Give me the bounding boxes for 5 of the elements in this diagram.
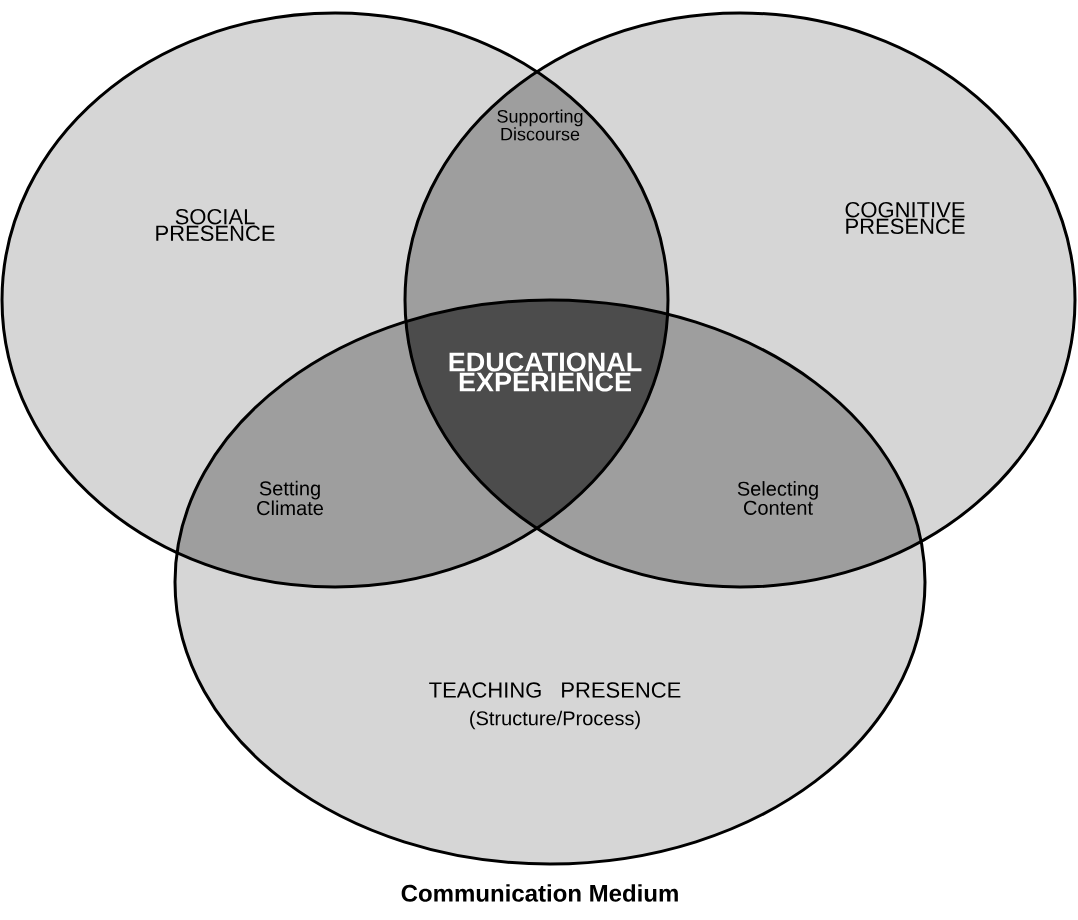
region-label: EDUCATIONAL EXPERIENCE <box>449 352 642 392</box>
region-label: Setting Climate <box>257 480 323 516</box>
caption: Communication Medium <box>401 884 678 902</box>
region-label: Selecting Content <box>737 481 818 515</box>
region-label: Supporting Discourse <box>497 109 583 141</box>
